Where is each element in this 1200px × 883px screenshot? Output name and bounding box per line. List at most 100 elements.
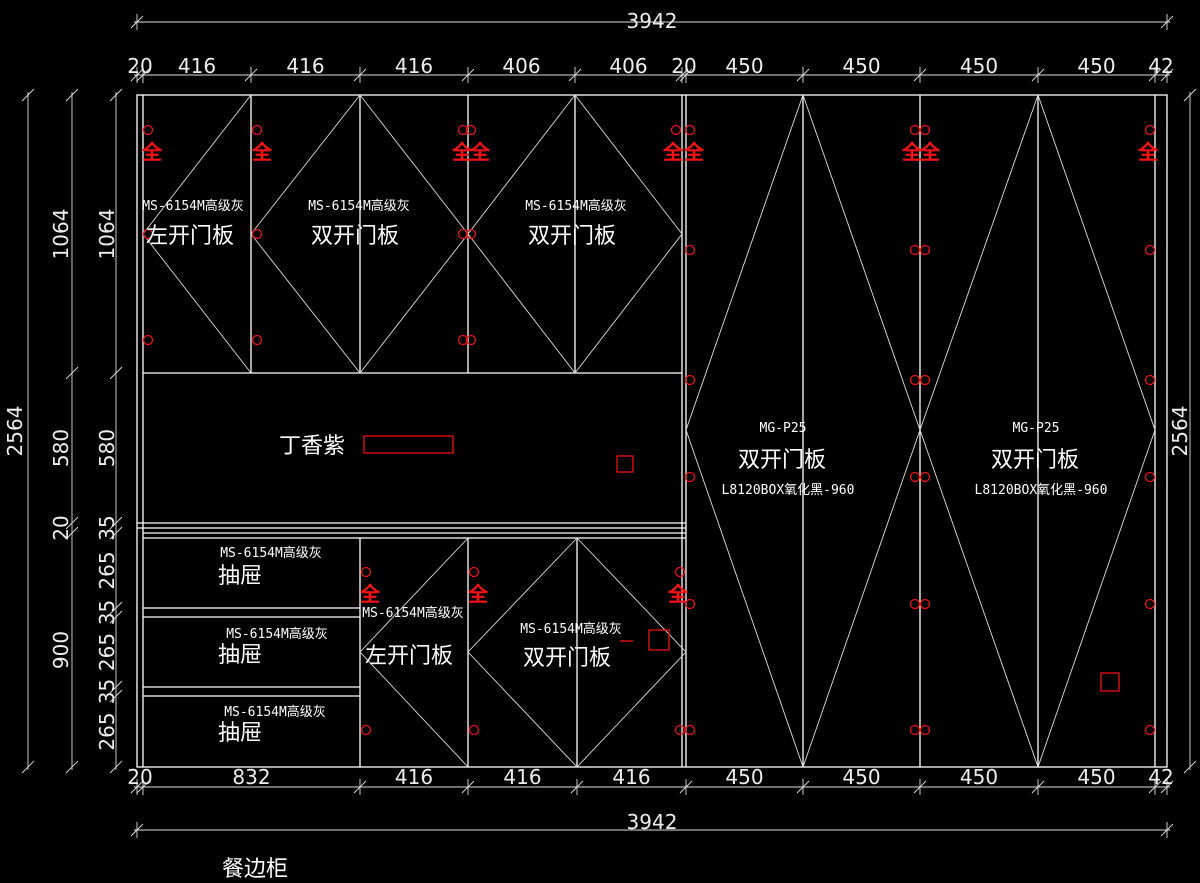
dimension-label: 406	[502, 54, 540, 78]
hinge-icon	[684, 471, 696, 483]
dimension-label: 416	[395, 54, 433, 78]
dimension-label: 900	[49, 631, 73, 669]
hinge-icon	[1144, 598, 1156, 610]
hinge-icon	[251, 228, 263, 240]
dimension-lines	[21, 14, 1197, 838]
dim-tick	[21, 760, 35, 774]
hinge-icon	[142, 334, 154, 346]
dimension-label: 35	[95, 600, 119, 625]
dim-tick	[109, 526, 123, 540]
hinge-icon	[909, 471, 921, 483]
hinge-mark-label: 全	[451, 140, 473, 164]
component-label: 双开门板	[523, 646, 611, 671]
component-label: 左开门板	[146, 224, 234, 249]
hinge-icon	[909, 244, 921, 256]
dim-tick	[21, 88, 35, 102]
component-label: MS-6154M高级灰	[220, 545, 322, 561]
dimension-label: 2564	[1168, 406, 1192, 457]
hinge-icon	[684, 598, 696, 610]
dimension-label: 42	[1148, 765, 1173, 789]
hinge-mark-label: 全	[467, 582, 489, 606]
hinge-mark-label: 全	[469, 140, 491, 164]
hinge-icon	[909, 124, 921, 136]
dimension-label: 416	[503, 765, 541, 789]
hinge-icon	[457, 228, 469, 240]
component-label: MG-P25	[1013, 421, 1060, 436]
hinge-icon	[909, 374, 921, 386]
hinge-icon	[251, 334, 263, 346]
component-label: L8120BOX氧化黑-960	[975, 483, 1108, 498]
dimension-label: 416	[612, 765, 650, 789]
hinge-icon	[465, 228, 477, 240]
hinge-icon	[142, 228, 154, 240]
hinge-icon	[142, 124, 154, 136]
handle-icon	[616, 455, 634, 473]
component-label: 抽屉	[218, 643, 262, 668]
dim-tick	[109, 601, 123, 615]
component-label: 双开门板	[991, 448, 1079, 473]
dim-tick	[109, 88, 123, 102]
drawing-title: 餐边柜	[222, 857, 288, 882]
dimension-label: 416	[178, 54, 216, 78]
hinge-icon	[919, 471, 931, 483]
dimension-label: 450	[1077, 765, 1115, 789]
dim-tick	[65, 88, 79, 102]
dimension-label: 416	[395, 765, 433, 789]
hinge-icon	[1144, 374, 1156, 386]
swing-line	[467, 537, 687, 768]
dimension-label: 450	[842, 765, 880, 789]
hinge-icon	[684, 374, 696, 386]
hinge-icon	[919, 244, 931, 256]
component-label: MS-6154M高级灰	[226, 626, 328, 642]
hinge-mark-label: 全	[919, 140, 941, 164]
handle-icon	[648, 629, 670, 651]
dimension-label: 265	[95, 712, 119, 750]
component-label: 双开门板	[528, 224, 616, 249]
hinge-icon	[674, 566, 686, 578]
dim-tick	[109, 516, 123, 530]
dimension-label: 20	[671, 54, 696, 78]
hinge-icon	[360, 566, 372, 578]
dim-tick	[65, 516, 79, 530]
component-label: 抽屉	[218, 564, 262, 589]
hinge-icon	[919, 724, 931, 736]
hinge-icon	[1144, 244, 1156, 256]
hinge-icon	[684, 724, 696, 736]
component-label: 抽屉	[218, 721, 262, 746]
dimension-label: 3942	[627, 810, 678, 834]
hinge-icon	[909, 724, 921, 736]
dimension-label: 1064	[95, 209, 119, 260]
dim-tick	[65, 760, 79, 774]
dimension-label: 35	[95, 515, 119, 540]
component-label: MS-6154M高级灰	[362, 605, 464, 621]
handle-icon	[1100, 672, 1120, 692]
dimension-label: 580	[95, 429, 119, 467]
dimension-label: 450	[960, 765, 998, 789]
hinge-icon	[457, 334, 469, 346]
hinge-mark-label: 全	[251, 140, 273, 164]
hinge-icon	[919, 374, 931, 386]
component-label: L8120BOX氧化黑-960	[722, 483, 855, 498]
hinge-icon	[468, 724, 480, 736]
dimension-label: 20	[49, 515, 73, 540]
hinge-mark-label: 全	[683, 140, 705, 164]
hinge-icon	[919, 598, 931, 610]
dim-tick	[109, 366, 123, 380]
swing-line	[359, 537, 469, 768]
dim-tick	[109, 610, 123, 624]
hinge-mark-label: 全	[141, 140, 163, 164]
hinge-icon	[1144, 724, 1156, 736]
dimension-label: 450	[842, 54, 880, 78]
dim-tick	[109, 689, 123, 703]
dimension-label: 416	[286, 54, 324, 78]
hinge-icon	[674, 724, 686, 736]
dim-tick	[1183, 88, 1197, 102]
component-label: 左开门板	[365, 644, 453, 669]
component-label: MS-6154M高级灰	[525, 198, 627, 214]
hinge-icon	[251, 124, 263, 136]
dimension-label: 450	[725, 765, 763, 789]
hinge-icon	[457, 124, 469, 136]
handle-icon	[363, 435, 454, 454]
